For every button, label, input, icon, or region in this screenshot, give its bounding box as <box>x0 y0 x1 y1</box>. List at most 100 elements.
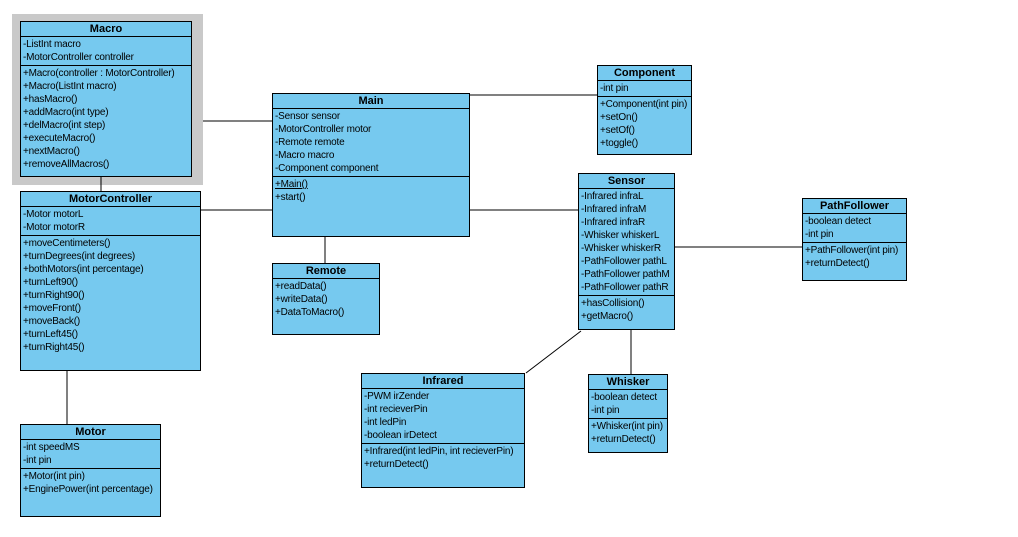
member-line: -MotorController motor <box>275 124 372 135</box>
member-line: -boolean detect <box>805 216 871 227</box>
class-motor-title: Motor <box>21 425 160 440</box>
member-line: -Infrared infraR <box>581 217 646 228</box>
member-line: +readData() <box>275 281 327 292</box>
member-line: +Whisker(int pin) <box>591 421 663 432</box>
member-line: -int pin <box>591 405 620 416</box>
member-line: +Infrared(int ledPin, int recieverPin) <box>364 446 514 457</box>
member-line: -Component component <box>275 163 379 174</box>
class-motorcontroller-methods: +moveCentimeters() +turnDegrees(int degre… <box>21 236 200 370</box>
member-line: +returnDetect() <box>591 434 656 445</box>
member-line: -MotorController controller <box>23 52 134 63</box>
member-line: +Component(int pin) <box>600 99 688 110</box>
class-infrared-methods: +Infrared(int ledPin, int recieverPin) +r… <box>362 444 524 487</box>
member-line: +EnginePower(int percentage) <box>23 484 153 495</box>
member-line: -ListInt macro <box>23 39 81 50</box>
member-line: +Main() <box>275 179 308 190</box>
class-whisker-title: Whisker <box>589 375 667 390</box>
class-motorcontroller-attributes: -Motor motorL -Motor motorR <box>21 207 200 236</box>
member-line: -Motor motorL <box>23 209 84 220</box>
member-line: +Motor(int pin) <box>23 471 85 482</box>
member-line: -Motor motorR <box>23 222 85 233</box>
class-main-title: Main <box>273 94 469 109</box>
member-line: +nextMacro() <box>23 146 80 157</box>
member-line: -int pin <box>23 455 52 466</box>
member-line: -PathFollower pathR <box>581 282 669 293</box>
class-whisker[interactable]: Whisker -boolean detect -int pin +Whisker… <box>588 374 668 453</box>
member-line: -PWM irZender <box>364 391 430 402</box>
class-remote[interactable]: Remote +readData() +writeData() +DataToMac… <box>272 263 380 335</box>
member-line: +hasMacro() <box>23 94 78 105</box>
member-line: -Whisker whiskerR <box>581 243 661 254</box>
member-line: +executeMacro() <box>23 133 96 144</box>
member-line: +toggle() <box>600 138 638 149</box>
class-component[interactable]: Component -int pin +Component(int pin) +s… <box>597 65 692 155</box>
member-line: -Whisker whiskerL <box>581 230 660 241</box>
member-line: -Infrared infraM <box>581 204 647 215</box>
member-line: +addMacro(int type) <box>23 107 109 118</box>
member-line: -int recieverPin <box>364 404 428 415</box>
class-infrared-title: Infrared <box>362 374 524 389</box>
class-motor-methods: +Motor(int pin) +EnginePower(int percenta… <box>21 469 160 516</box>
connector-sensor-infrared[interactable] <box>525 330 582 374</box>
member-line: +moveFront() <box>23 303 81 314</box>
member-line: +start() <box>275 192 306 203</box>
class-sensor-title: Sensor <box>579 174 674 189</box>
class-infrared-attributes: -PWM irZender -int recieverPin -int ledPin… <box>362 389 524 444</box>
member-line: -int pin <box>600 83 629 94</box>
class-component-methods: +Component(int pin) +setOn() +setOf() +togg… <box>598 97 691 154</box>
member-line: +turnLeft90() <box>23 277 78 288</box>
class-sensor[interactable]: Sensor -Infrared infraL-Infrared infraM-… <box>578 173 675 330</box>
member-line: +turnLeft45() <box>23 329 78 340</box>
member-line: +turnRight90() <box>23 290 85 301</box>
member-line: -Infrared infraL <box>581 191 644 202</box>
member-line: +bothMotors(int percentage) <box>23 264 144 275</box>
class-sensor-attributes: -Infrared infraL -Infrared infraM -Infrare… <box>579 189 674 296</box>
member-line: -boolean detect <box>591 392 657 403</box>
class-pathfollower-methods: +PathFollower(int pin) +returnDetect() <box>803 243 906 280</box>
member-line: +turnDegrees(int degrees) <box>23 251 136 262</box>
class-pathfollower[interactable]: PathFollower -boolean detect-int pin +Pa… <box>802 198 907 281</box>
member-line: -int ledPin <box>364 417 407 428</box>
member-line: +getMacro() <box>581 311 633 322</box>
member-line: +setOn() <box>600 112 638 123</box>
member-line: -boolean irDetect <box>364 430 437 441</box>
member-line: +setOf() <box>600 125 635 136</box>
class-macro-methods: +Macro(controller : MotorController) +Mac… <box>21 66 191 176</box>
member-line: +PathFollower(int pin) <box>805 245 899 256</box>
class-pathfollower-attributes: -boolean detect -int pin <box>803 214 906 243</box>
class-component-title: Component <box>598 66 691 81</box>
member-line: -Remote remote <box>275 137 345 148</box>
class-main[interactable]: Main -Sensor sensor-MotorController moto… <box>272 93 470 237</box>
member-line: -Macro macro <box>275 150 335 161</box>
class-infrared[interactable]: Infrared -PWM irZender -int recieverPin -i… <box>361 373 525 488</box>
class-motor[interactable]: Motor -int speedMS -int pin +Motor(int pi… <box>20 424 161 517</box>
class-macro-attributes: -ListInt macro -MotorController controlle… <box>21 37 191 66</box>
class-motorcontroller[interactable]: MotorController -Motor motorL-Motor moto… <box>20 191 201 371</box>
member-line: +writeData() <box>275 294 328 305</box>
member-line: +delMacro(int step) <box>23 120 106 131</box>
class-macro[interactable]: Macro -ListInt macro -MotorController con… <box>20 21 192 177</box>
member-line: -int speedMS <box>23 442 80 453</box>
class-main-attributes: -Sensor sensor-MotorController motor-Rem… <box>273 109 469 177</box>
member-line: +hasCollision() <box>581 298 645 309</box>
class-whisker-attributes: -boolean detect -int pin <box>589 390 667 419</box>
member-line: +returnDetect() <box>805 258 870 269</box>
class-macro-title: Macro <box>21 22 191 37</box>
member-line: +Macro(controller : MotorController) <box>23 68 175 79</box>
class-component-attributes: -int pin <box>598 81 691 97</box>
member-line: +moveBack() <box>23 316 80 327</box>
class-remote-title: Remote <box>273 264 379 279</box>
member-line: +turnRight45() <box>23 342 85 353</box>
class-main-methods: +Main() +start() <box>273 177 469 236</box>
member-line: -PathFollower pathM <box>581 269 670 280</box>
member-line: +returnDetect() <box>364 459 429 470</box>
member-line: +Macro(ListInt macro) <box>23 81 117 92</box>
member-line: +DataToMacro() <box>275 307 345 318</box>
class-motorcontroller-title: MotorController <box>21 192 200 207</box>
member-line: +moveCentimeters() <box>23 238 111 249</box>
class-sensor-methods: +hasCollision() +getMacro() <box>579 296 674 329</box>
member-line: -PathFollower pathL <box>581 256 667 267</box>
class-remote-methods: +readData() +writeData() +DataToMacro() <box>273 279 379 334</box>
member-line: -int pin <box>805 229 834 240</box>
